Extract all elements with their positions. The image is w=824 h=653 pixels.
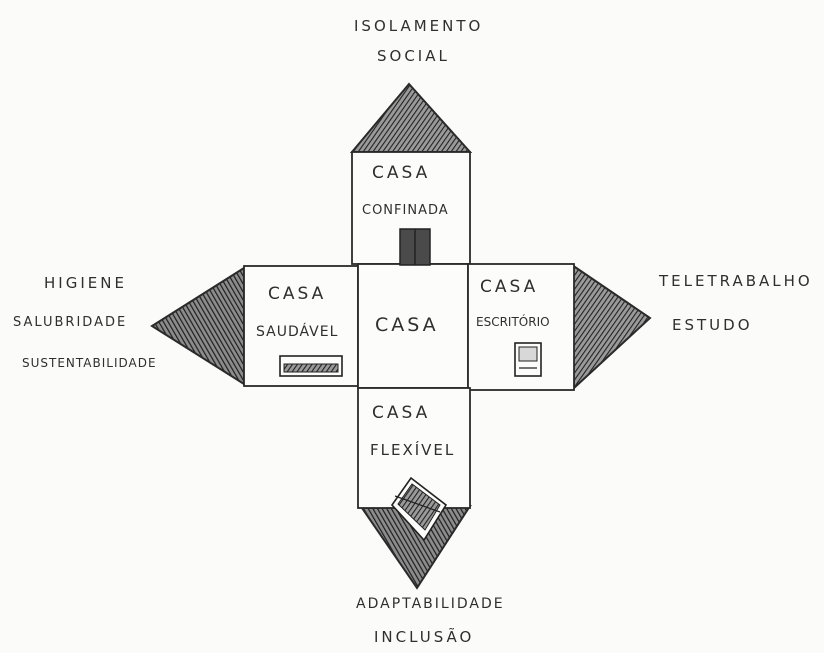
room-bottom-line2: FLEXÍVEL bbox=[370, 441, 455, 459]
left-roof-triangle bbox=[152, 268, 244, 384]
center-room-label: CASA bbox=[375, 314, 439, 336]
room-top-line1: CASA bbox=[372, 163, 430, 183]
top-roof-triangle bbox=[352, 84, 470, 152]
theme-right-line2: ESTUDO bbox=[672, 316, 753, 334]
room-bottom-line1: CASA bbox=[372, 403, 430, 423]
theme-left-line1: HIGIENE bbox=[44, 274, 127, 292]
theme-top-line2: SOCIAL bbox=[377, 47, 450, 65]
room-right-line2: ESCRITÓRIO bbox=[476, 315, 550, 329]
theme-bottom-line1: ADAPTABILIDADE bbox=[356, 596, 505, 612]
theme-bottom-line2: INCLUSÃO bbox=[374, 628, 474, 646]
theme-right-line1: TELETRABALHO bbox=[659, 272, 813, 290]
room-right-line1: CASA bbox=[480, 277, 538, 297]
room-left-line1: CASA bbox=[268, 284, 326, 304]
door-icon bbox=[400, 229, 430, 265]
right-roof-triangle bbox=[572, 265, 650, 388]
desk-icon bbox=[515, 343, 541, 376]
theme-left-line3: SUSTENTABILIDADE bbox=[22, 356, 157, 370]
room-top-line2: CONFINADA bbox=[362, 203, 449, 218]
theme-left-line2: SALUBRIDADE bbox=[13, 315, 127, 330]
bed-icon bbox=[280, 356, 342, 376]
room-left-line2: SAUDÁVEL bbox=[256, 324, 338, 340]
theme-top-line1: ISOLAMENTO bbox=[354, 17, 483, 35]
